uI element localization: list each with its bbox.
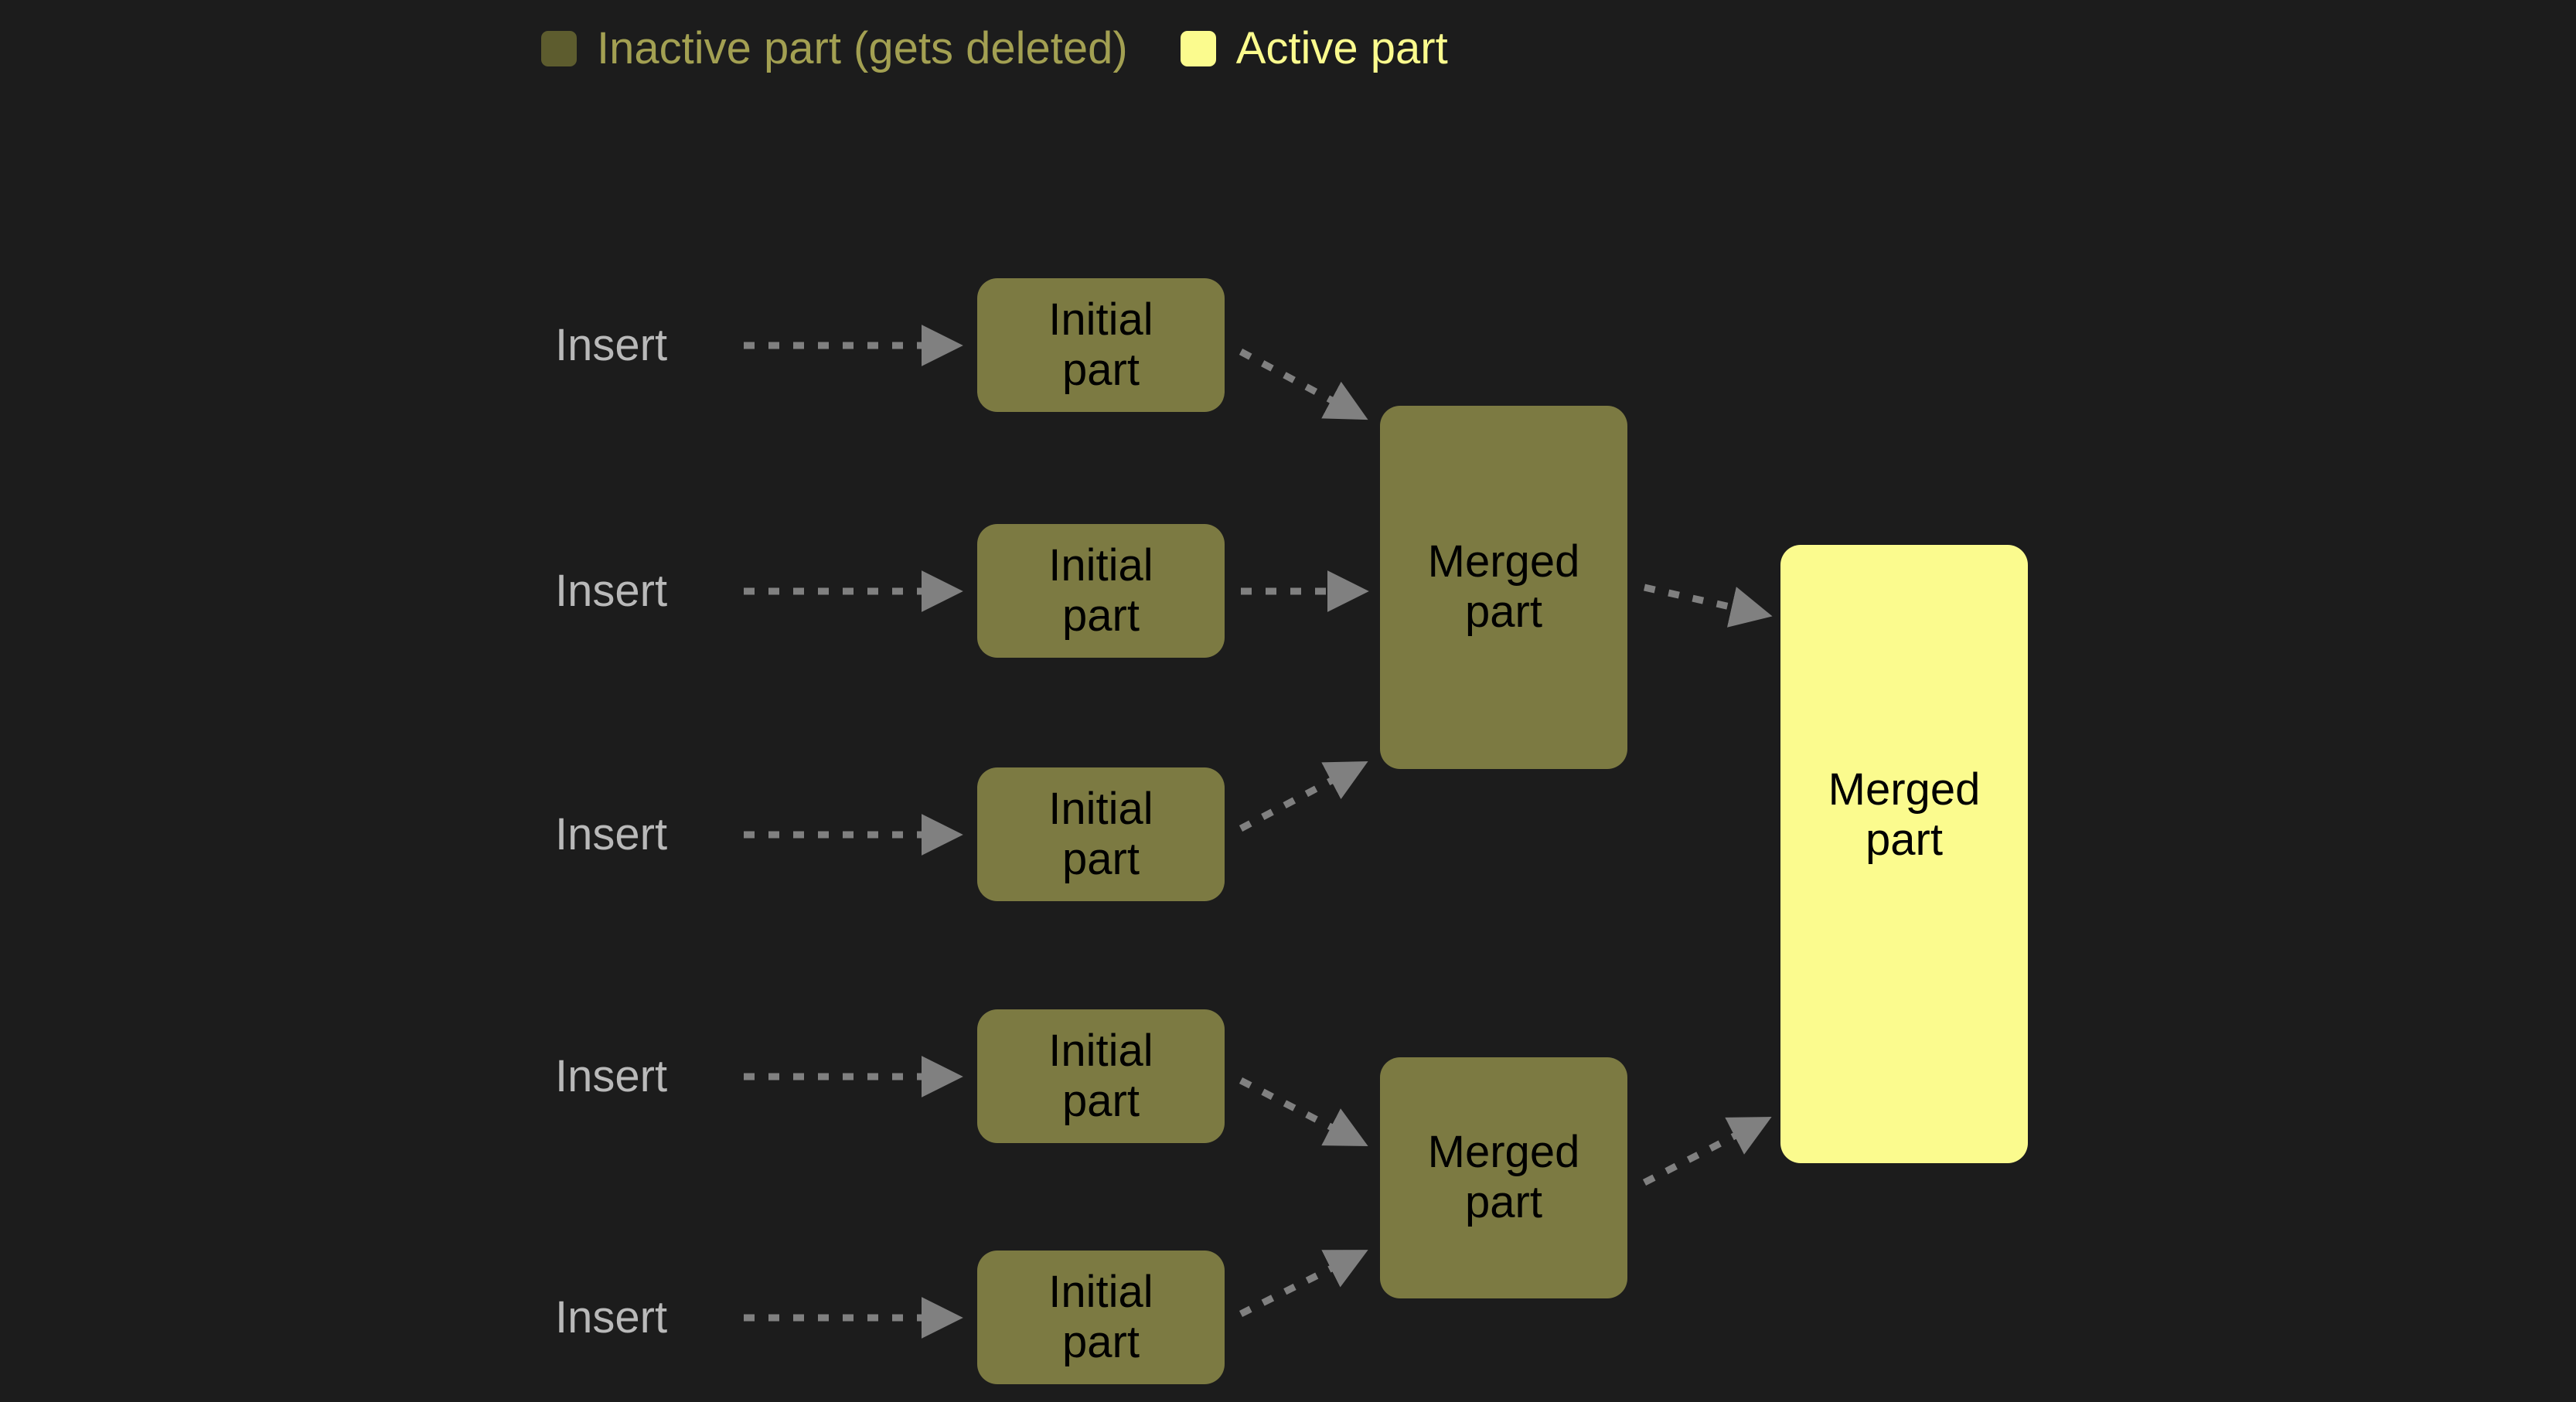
node-merged-part-bottom-line2: part bbox=[1465, 1177, 1542, 1227]
node-initial-part-1-line2: part bbox=[1062, 344, 1140, 395]
node-merged-part-final-line2: part bbox=[1866, 814, 1943, 865]
node-initial-part-2-line2: part bbox=[1062, 590, 1140, 641]
arrow-merged-bottom-to-final bbox=[1642, 1117, 1772, 1186]
insert-label-4: Insert bbox=[555, 1051, 668, 1101]
node-merged-part-top-line2: part bbox=[1465, 587, 1542, 637]
insert-label-3: Insert bbox=[555, 809, 668, 859]
node-merged-part-top-line1: Merged bbox=[1427, 536, 1580, 587]
active-swatch-icon bbox=[1180, 31, 1216, 66]
node-initial-part-1-line1: Initial bbox=[1048, 294, 1153, 345]
arrow-initial-1-to-merged-top bbox=[1239, 349, 1368, 420]
arrow-initial-4-to-merged-bottom bbox=[1239, 1077, 1368, 1146]
node-initial-part-3-line2: part bbox=[1062, 833, 1140, 884]
node-merged-part-final-line1: Merged bbox=[1828, 764, 1981, 815]
inactive-swatch-icon bbox=[541, 31, 577, 66]
node-initial-part-3-line1: Initial bbox=[1048, 783, 1153, 834]
legend-label-inactive: Inactive part (gets deleted) bbox=[597, 23, 1128, 73]
legend-item-active: Active part bbox=[1180, 23, 1448, 73]
node-initial-part-5-line2: part bbox=[1062, 1316, 1140, 1367]
arrow-merged-top-to-final bbox=[1644, 584, 1773, 628]
legend-item-inactive: Inactive part (gets deleted) bbox=[541, 26, 1128, 71]
legend-label-active: Active part bbox=[1235, 23, 1448, 73]
insert-label-1: Insert bbox=[555, 320, 668, 370]
insert-label-2: Insert bbox=[555, 566, 668, 616]
node-initial-part-4-line2: part bbox=[1062, 1075, 1140, 1126]
arrow-initial-3-to-merged-top bbox=[1239, 761, 1368, 832]
node-initial-part-2-line1: Initial bbox=[1048, 539, 1153, 590]
insert-label-5: Insert bbox=[555, 1292, 668, 1342]
legend: Inactive part (gets deleted) Active part bbox=[541, 22, 1448, 76]
node-initial-part-5-line1: Initial bbox=[1048, 1266, 1153, 1317]
node-merged-part-bottom-line1: Merged bbox=[1427, 1127, 1580, 1178]
node-initial-part-4-line1: Initial bbox=[1048, 1025, 1153, 1076]
arrow-initial-5-to-merged-bottom bbox=[1239, 1250, 1368, 1318]
